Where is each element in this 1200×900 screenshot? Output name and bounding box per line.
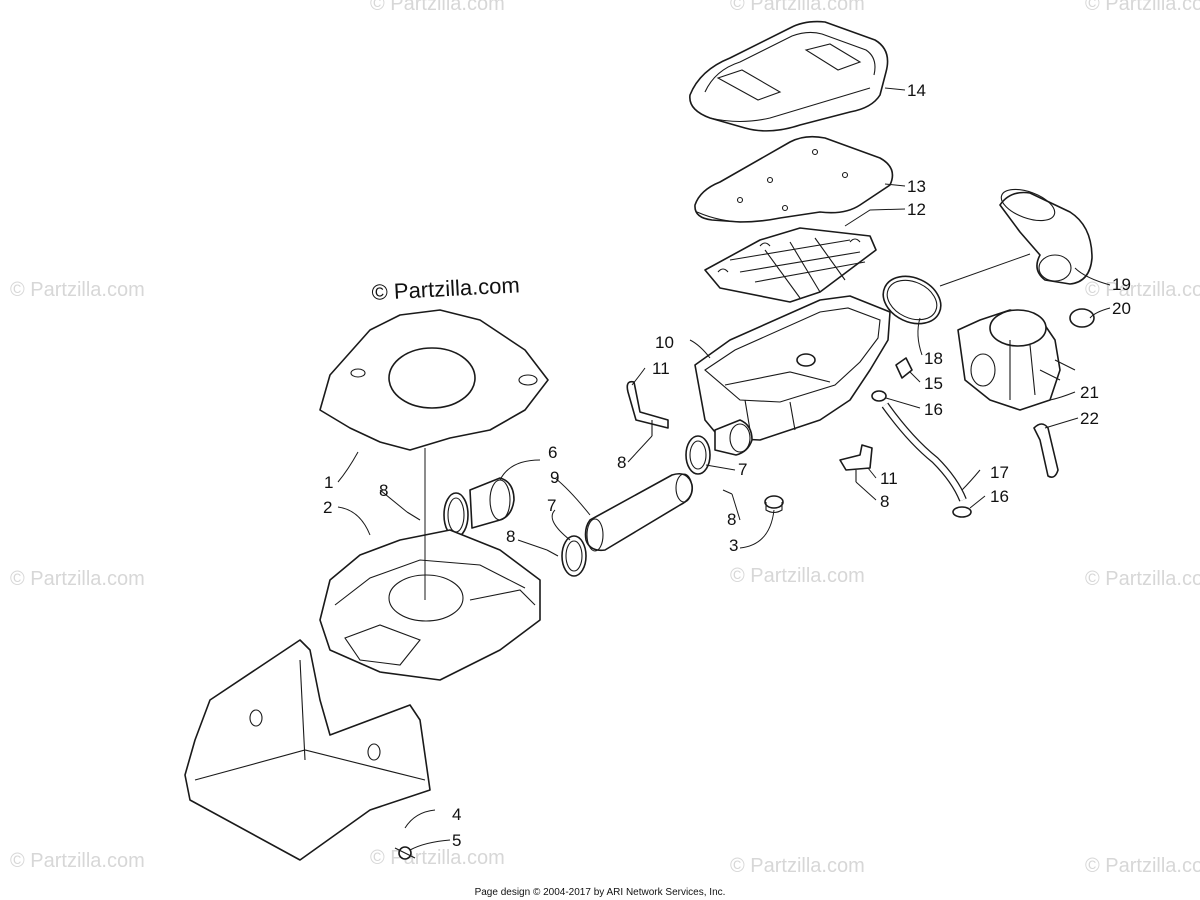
callout-8[interactable]: 8 bbox=[617, 453, 626, 472]
part-19-boot bbox=[999, 188, 1093, 285]
callout-12[interactable]: 12 bbox=[907, 200, 926, 219]
copyright-label: © Partzilla.com bbox=[371, 272, 520, 305]
part-8-screws bbox=[406, 420, 857, 557]
callout-20[interactable]: 20 bbox=[1112, 299, 1131, 318]
callout-3[interactable]: 3 bbox=[729, 536, 738, 555]
watermark: © Partzilla.com bbox=[730, 0, 865, 15]
callout-8[interactable]: 8 bbox=[727, 510, 736, 529]
callout-4[interactable]: 4 bbox=[452, 805, 461, 824]
part-2-lower-airbox bbox=[319, 529, 541, 681]
callout-8[interactable]: 8 bbox=[379, 481, 388, 500]
page-footer: Page design © 2004-2017 by ARI Network S… bbox=[474, 887, 726, 898]
part-6-boot bbox=[443, 477, 515, 538]
watermark: © Partzilla.com bbox=[10, 850, 145, 872]
part-7-clamp-upper bbox=[685, 435, 711, 475]
watermark: © Partzilla.com bbox=[730, 565, 865, 587]
part-11-bracket-upper bbox=[626, 380, 669, 429]
watermark: © Partzilla.com bbox=[1085, 568, 1200, 590]
watermark: © Partzilla.com bbox=[1085, 0, 1200, 15]
callout-22[interactable]: 22 bbox=[1080, 409, 1099, 428]
part-4-shield bbox=[184, 639, 431, 861]
part-5-screw bbox=[394, 846, 416, 860]
part-16-clamp bbox=[871, 390, 972, 518]
callout-13[interactable]: 13 bbox=[907, 177, 926, 196]
callout-10[interactable]: 10 bbox=[655, 333, 674, 352]
callout-18[interactable]: 18 bbox=[924, 349, 943, 368]
callout-17[interactable]: 17 bbox=[990, 463, 1009, 482]
part-9-intake-tube bbox=[584, 472, 694, 552]
callout-15[interactable]: 15 bbox=[924, 374, 943, 393]
callout-2[interactable]: 2 bbox=[323, 498, 332, 517]
callout-6[interactable]: 6 bbox=[548, 443, 557, 462]
part-15-clip bbox=[895, 357, 913, 379]
callout-16[interactable]: 16 bbox=[924, 400, 943, 419]
watermark: © Partzilla.com bbox=[10, 279, 145, 301]
part-1-plate bbox=[319, 309, 549, 451]
part-22-hose bbox=[1033, 423, 1059, 478]
callout-16[interactable]: 16 bbox=[990, 487, 1009, 506]
part-21-carburetor bbox=[957, 309, 1076, 411]
leader-lines bbox=[337, 87, 1111, 851]
callout-21[interactable]: 21 bbox=[1080, 383, 1099, 402]
callout-8[interactable]: 8 bbox=[880, 492, 889, 511]
part-11-bracket-lower bbox=[839, 444, 873, 471]
watermark: © Partzilla.com bbox=[730, 855, 865, 877]
callout-11-upper[interactable]: 11 bbox=[652, 359, 670, 378]
part-13-air-filter bbox=[694, 135, 894, 223]
callout-9[interactable]: 9 bbox=[550, 468, 559, 487]
callout-11-lower[interactable]: 11 bbox=[880, 469, 898, 488]
callout-14[interactable]: 14 bbox=[907, 81, 926, 100]
part-10-air-box bbox=[694, 295, 891, 456]
part-7-clamp-lower bbox=[561, 535, 587, 577]
watermark: © Partzilla.com bbox=[370, 847, 505, 869]
callout-1[interactable]: 1 bbox=[324, 473, 333, 492]
watermark: © Partzilla.com bbox=[1085, 855, 1200, 877]
part-20-clamp bbox=[1069, 308, 1095, 328]
part-12-filter-cage bbox=[704, 227, 877, 303]
watermark: © Partzilla.com bbox=[10, 568, 145, 590]
callout-8[interactable]: 8 bbox=[506, 527, 515, 546]
callout-5[interactable]: 5 bbox=[452, 831, 461, 850]
watermark: © Partzilla.com bbox=[1085, 279, 1200, 301]
watermark: © Partzilla.com bbox=[370, 0, 505, 15]
watermarks: © Partzilla.com © Partzilla.com © Partzi… bbox=[10, 0, 1200, 877]
part-17-hose bbox=[881, 402, 967, 502]
callout-7-lower[interactable]: 7 bbox=[547, 496, 556, 515]
part-18-clamp bbox=[882, 275, 942, 325]
callout-19[interactable]: 19 bbox=[1112, 275, 1131, 294]
callout-7-upper[interactable]: 7 bbox=[738, 460, 747, 479]
part-14-airbox-cover bbox=[689, 20, 889, 132]
callouts: 1 2 3 4 5 6 7 7 8 8 8 8 8 9 10 11 11 12 … bbox=[323, 81, 1131, 850]
